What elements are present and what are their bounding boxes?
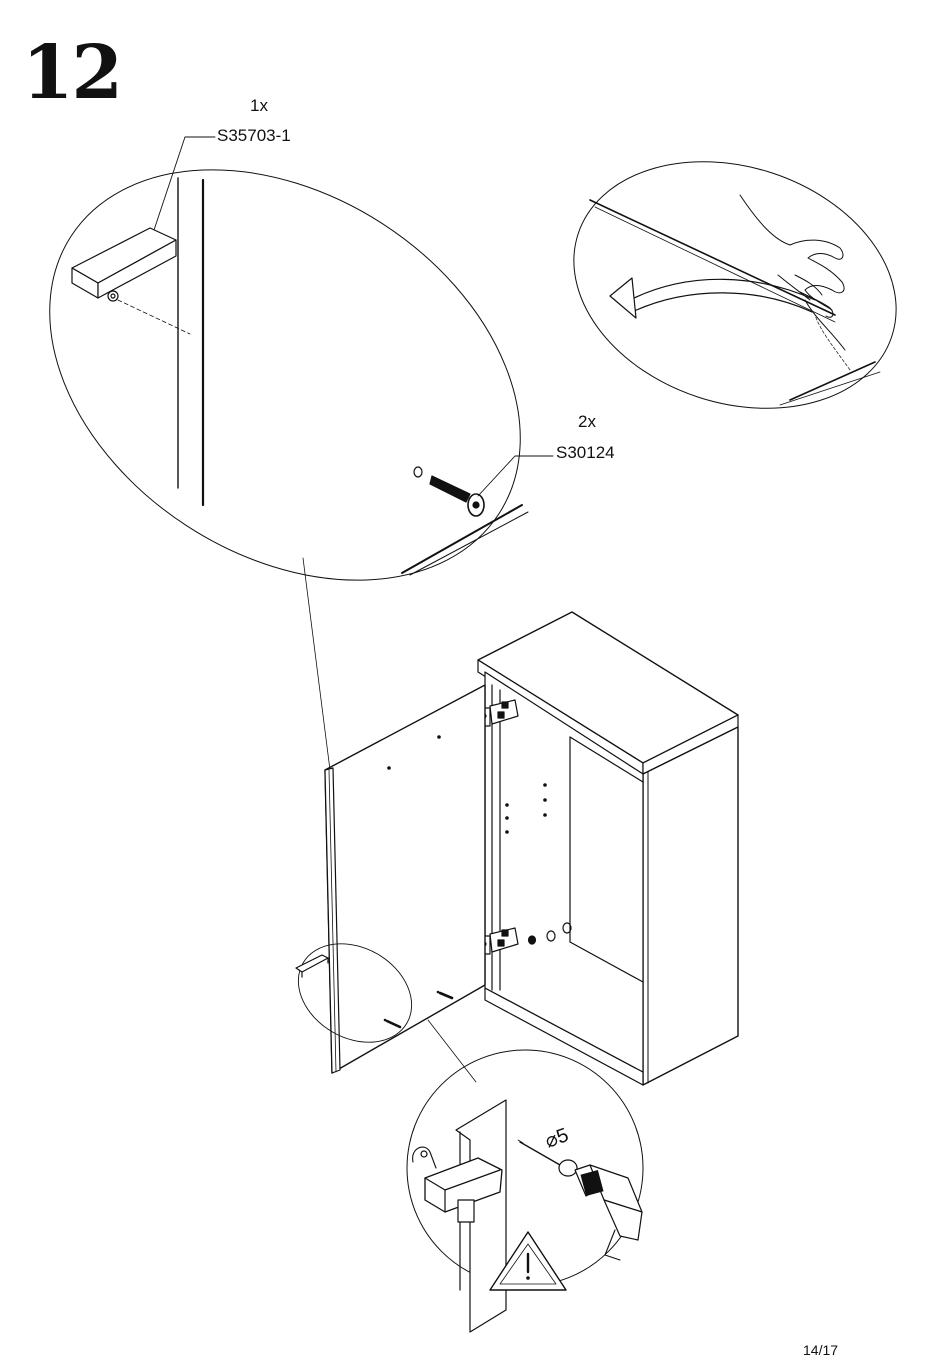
handle-part <box>72 228 190 334</box>
detail-circle-drill <box>407 1050 643 1332</box>
detail-ellipse-handle <box>0 85 597 665</box>
screw-part <box>414 456 553 516</box>
page-number: 14/17 <box>803 1342 838 1358</box>
drill-diameter-label: ⌀5 <box>542 1124 571 1153</box>
cabinet <box>478 612 738 1085</box>
door <box>325 685 485 1073</box>
hand-icon <box>740 195 844 317</box>
drill-icon <box>559 1160 642 1260</box>
detail-ellipse-peel <box>542 122 929 448</box>
